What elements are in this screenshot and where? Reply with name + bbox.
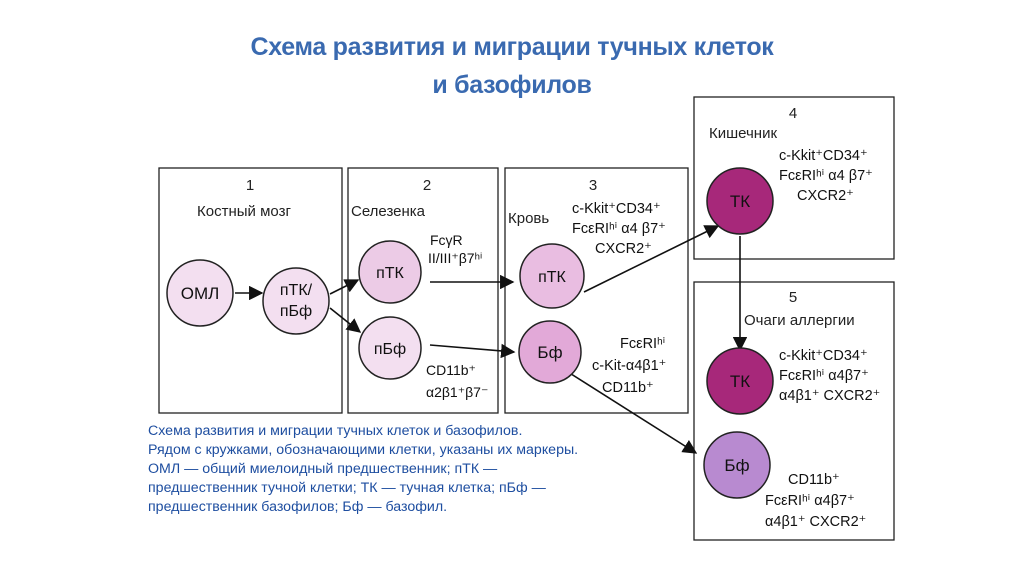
title-line-2: и базофилов bbox=[432, 71, 592, 99]
markers-blood-ptk-3: CXCR2⁺ bbox=[595, 241, 652, 257]
slide-title: Схема развития и миграции тучных клеток … bbox=[0, 28, 1024, 104]
caption-line-5: предшественник базофилов; Бф — базофил. bbox=[148, 499, 448, 515]
cell-ptk-pbf bbox=[262, 267, 330, 335]
box-1-label: Костный мозг bbox=[197, 203, 291, 220]
markers-gut-tk-3: CXCR2⁺ bbox=[797, 188, 854, 204]
cell-spleen-pbf bbox=[358, 316, 422, 380]
cell-allergy-tk bbox=[706, 347, 774, 415]
arrow-spleen-to-blood-bf bbox=[429, 343, 516, 359]
cell-blood-ptk-label: пТК bbox=[538, 269, 566, 286]
box-3-number: 3 bbox=[589, 177, 597, 194]
markers-allergy-bf-1: CD11b⁺ bbox=[788, 472, 840, 488]
cell-blood-ptk bbox=[519, 243, 585, 309]
figure-caption: Схема развития и миграции тучных клеток … bbox=[148, 422, 676, 517]
cell-ptk-pbf-label-1: пТК/ bbox=[280, 282, 313, 299]
cell-gut-tk-label: ТК bbox=[730, 192, 750, 211]
markers-spleen-ptk-1: FcγR bbox=[430, 232, 463, 248]
arrow-blood-to-gut bbox=[583, 225, 720, 293]
arrow-to-spleen-pbf bbox=[329, 307, 362, 333]
caption-line-2: Рядом с кружками, обозначающими клетки, … bbox=[148, 442, 579, 458]
cell-oml bbox=[166, 259, 234, 327]
cell-spleen-ptk bbox=[358, 240, 422, 304]
markers-allergy-bf-2: FcεRIʰⁱ α4β7⁺ bbox=[765, 493, 855, 509]
arrow-blood-bf-to-allergy bbox=[567, 371, 698, 454]
cell-oml-label: ОМЛ bbox=[181, 284, 220, 303]
markers-blood-ptk-1: c-Kkit⁺CD34⁺ bbox=[572, 201, 661, 217]
markers-allergy-bf-3: α4β1⁺ CXCR2⁺ bbox=[765, 514, 866, 530]
markers-gut-tk-1: c-Kkit⁺CD34⁺ bbox=[779, 148, 868, 164]
markers-blood-ptk-2: FcεRIʰⁱ α4 β7⁺ bbox=[572, 221, 666, 237]
markers-spleen-pbf-1: CD11b⁺ bbox=[426, 362, 476, 378]
box-5-number: 5 bbox=[789, 289, 797, 306]
box-5-label: Очаги аллергии bbox=[744, 312, 855, 329]
box-3-label: Кровь bbox=[508, 210, 549, 227]
arrow-to-spleen-ptk bbox=[329, 279, 360, 295]
markers-blood-bf-1: FcεRIʰⁱ bbox=[620, 336, 665, 352]
box-blood bbox=[504, 167, 689, 414]
caption-line-4: предшественник тучной клетки; ТК — тучна… bbox=[148, 480, 546, 496]
box-allergy bbox=[693, 281, 895, 541]
markers-allergy-tk-2: FcεRIʰⁱ α4β7⁺ bbox=[779, 368, 869, 384]
cell-spleen-ptk-label: пТК bbox=[376, 265, 404, 282]
caption-line-3: ОМЛ — общий миелоидный предшественник; п… bbox=[148, 461, 498, 477]
box-4-number: 4 bbox=[789, 105, 797, 122]
markers-allergy-tk-1: c-Kkit⁺CD34⁺ bbox=[779, 348, 868, 364]
cell-spleen-pbf-label: пБф bbox=[374, 341, 406, 358]
title-line-1: Схема развития и миграции тучных клеток bbox=[250, 33, 774, 61]
box-bone-marrow bbox=[158, 167, 343, 414]
markers-spleen-pbf-2: α2β1⁺β7⁻ bbox=[426, 384, 488, 400]
cell-allergy-bf-label: Бф bbox=[724, 456, 749, 475]
cell-ptk-pbf-label-2: пБф bbox=[280, 303, 312, 320]
caption-line-1: Схема развития и миграции тучных клеток … bbox=[148, 423, 523, 439]
box-4-label: Кишечник bbox=[709, 125, 777, 142]
box-1-number: 1 bbox=[246, 177, 254, 194]
markers-blood-bf-3: CD11b⁺ bbox=[602, 380, 654, 396]
cell-allergy-tk-label: ТК bbox=[730, 372, 750, 391]
markers-gut-tk-2: FcεRIʰⁱ α4 β7⁺ bbox=[779, 168, 873, 184]
cell-allergy-bf bbox=[703, 431, 771, 499]
box-2-label: Селезенка bbox=[351, 203, 426, 220]
markers-blood-bf-2: c-Kit-α4β1⁺ bbox=[592, 358, 666, 374]
box-2-number: 2 bbox=[423, 177, 431, 194]
cell-gut-tk bbox=[706, 167, 774, 235]
cell-blood-bf-label: Бф bbox=[537, 343, 562, 362]
markers-allergy-tk-3: α4β1⁺ CXCR2⁺ bbox=[779, 388, 880, 404]
box-gut bbox=[693, 96, 895, 260]
markers-spleen-ptk-2: II/III⁺β7ʰⁱ bbox=[428, 250, 482, 266]
cell-blood-bf bbox=[518, 320, 582, 384]
